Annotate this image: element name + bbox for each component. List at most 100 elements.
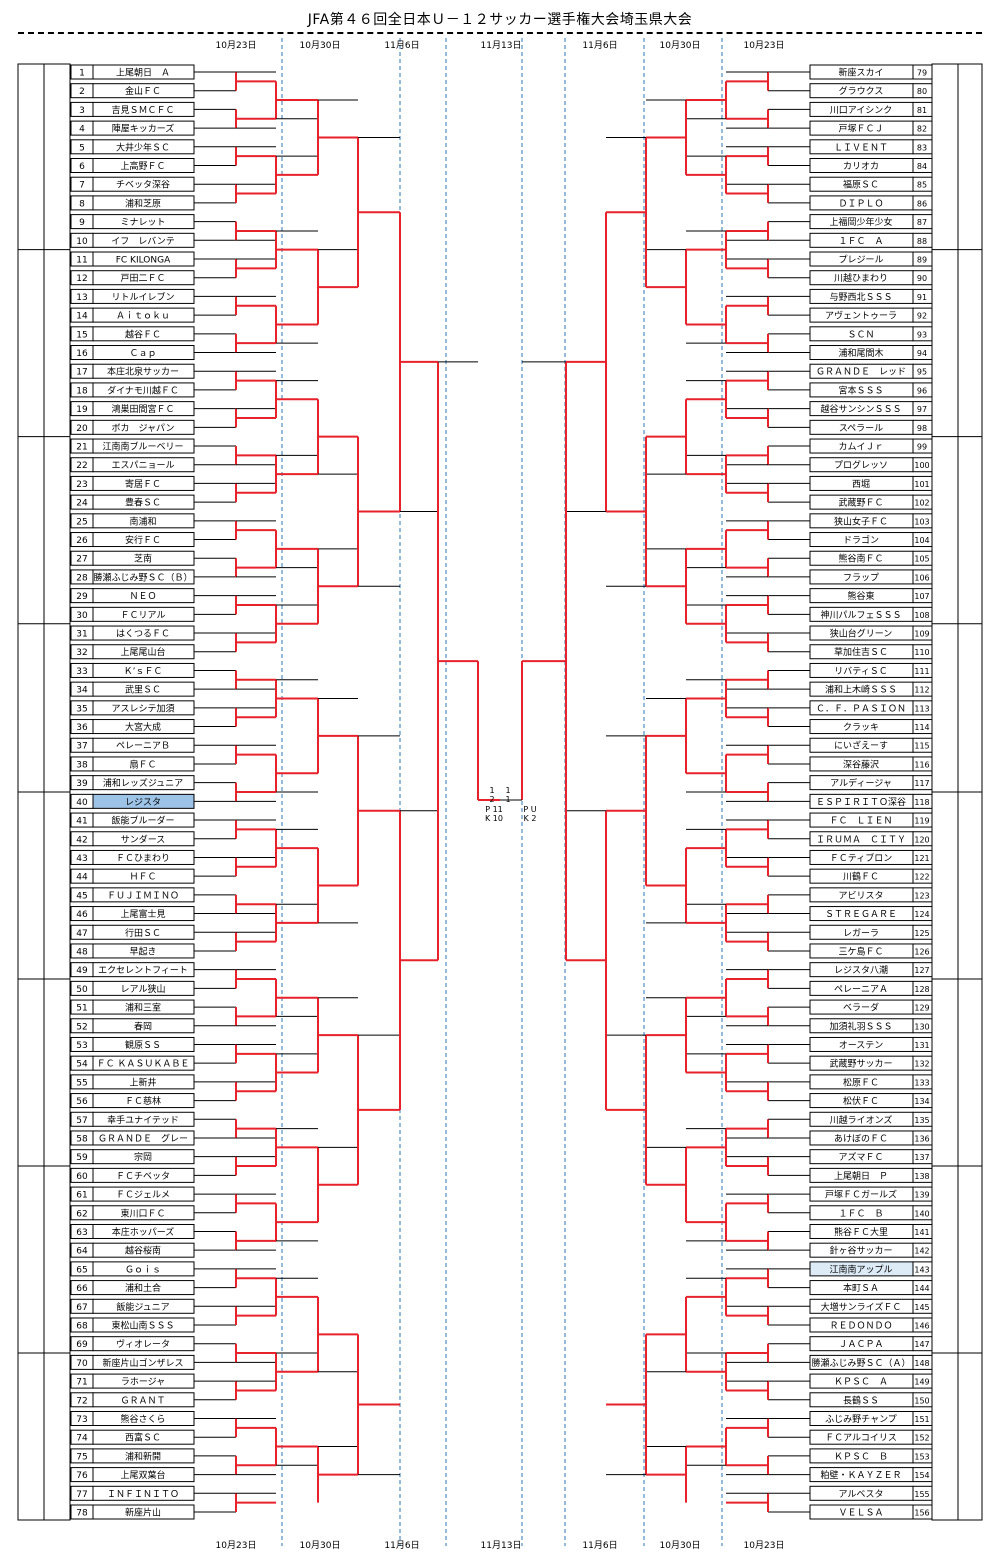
team-number-cell — [912, 1504, 933, 1520]
team-name: ＫＰＳＣ Ｂ — [834, 1452, 888, 1462]
team-number: 62 — [76, 1209, 87, 1219]
team-name: ＦＣ ＫＡＳＵＫＡＢＥ — [97, 1060, 190, 1070]
team-name: 福原ＳＣ — [843, 179, 879, 191]
team-number: 75 — [76, 1452, 87, 1462]
team-number: 128 — [914, 985, 929, 994]
team-number: 136 — [914, 1134, 929, 1143]
team-name: ＥＳＰＩＲＩＴＯ深谷 — [816, 797, 906, 808]
team-name: ＩＮＦＩＮＩＴＯ — [107, 1490, 179, 1500]
team-number: 76 — [76, 1471, 88, 1481]
team-number: 127 — [914, 966, 929, 975]
team-number: 151 — [914, 1415, 929, 1424]
team-number: 103 — [914, 517, 929, 526]
team-name: 勝瀬ふじみ野ＳＣ（Ｂ） — [93, 571, 192, 583]
team-number: 83 — [917, 143, 927, 152]
team-number-cell — [912, 382, 933, 398]
team-name: アルベスタ — [838, 1489, 883, 1500]
team-number-cell — [912, 868, 933, 884]
team-name: 越谷ＦＣ — [125, 328, 161, 340]
team-number: 154 — [914, 1471, 929, 1480]
team-name: はくつるＦＣ — [116, 629, 170, 640]
team-name: 浦和新開 — [125, 1450, 161, 1462]
team-number-cell — [912, 849, 933, 865]
team-number-cell — [912, 887, 933, 903]
team-number: 9 — [79, 218, 85, 228]
team-number-cell — [912, 475, 933, 491]
team-number: 38 — [76, 760, 88, 770]
team-number: 24 — [76, 499, 88, 509]
team-number: 102 — [914, 499, 929, 508]
team-number-cell — [912, 1036, 933, 1052]
team-number: 71 — [76, 1378, 87, 1388]
team-name: 越谷サンシンＳＳＳ — [820, 403, 901, 415]
team-number-cell — [912, 158, 933, 174]
team-number: 121 — [914, 854, 929, 863]
team-name: 神川パルフェＳＳＳ — [820, 609, 901, 621]
team-number: 18 — [76, 386, 88, 396]
team-name: 粕壁・ＫＡＹＺＥＲ — [820, 1469, 901, 1481]
team-name: 鴻巣田間宮ＦＣ — [111, 403, 174, 415]
final-pk-right: P U — [523, 805, 536, 814]
team-number: 77 — [76, 1490, 87, 1500]
team-number-cell — [912, 176, 933, 192]
team-number: 28 — [76, 573, 88, 583]
team-number-cell — [912, 307, 933, 323]
team-number-cell — [912, 1280, 933, 1296]
team-number: 93 — [917, 330, 927, 339]
team-number: 107 — [914, 592, 929, 601]
team-number: 25 — [76, 517, 87, 527]
team-number-cell — [912, 906, 933, 922]
team-name: ボカ ジャパン — [111, 423, 174, 434]
team-name: 本庄ホッパーズ — [112, 1226, 175, 1238]
team-number: 73 — [76, 1415, 87, 1425]
team-name: ＨＦＣ — [129, 873, 156, 883]
team-number: 147 — [914, 1340, 929, 1349]
team-number-cell — [912, 1410, 933, 1426]
date-header-top: 11月13日 — [481, 40, 522, 51]
team-number: 48 — [76, 947, 88, 957]
team-number: 131 — [914, 1041, 929, 1050]
team-name: 浦和三室 — [125, 1002, 161, 1014]
team-number: 101 — [914, 480, 929, 489]
team-name: カリオカ — [843, 161, 879, 172]
team-number: 39 — [76, 779, 88, 789]
date-header-bottom: 11月13日 — [481, 1540, 522, 1551]
team-name: 針ヶ谷サッカー — [829, 1245, 892, 1257]
team-number-cell — [912, 494, 933, 510]
team-name: 上福岡少年少女 — [829, 216, 892, 228]
team-number: 50 — [76, 985, 88, 995]
team-number: 15 — [76, 330, 87, 340]
team-number-cell — [912, 64, 933, 80]
team-number-cell — [912, 756, 933, 772]
team-number: 115 — [914, 742, 929, 751]
team-name: 幸手ユナイテッド — [107, 1114, 179, 1126]
team-number-cell — [912, 457, 933, 473]
team-number-cell — [912, 195, 933, 211]
team-number: 106 — [914, 573, 929, 582]
team-number: 132 — [914, 1060, 929, 1069]
team-number-cell — [912, 831, 933, 847]
team-number-cell — [912, 1298, 933, 1314]
team-number: 92 — [917, 312, 927, 321]
team-number: 113 — [914, 704, 929, 713]
team-number-cell — [912, 943, 933, 959]
team-number-cell — [912, 737, 933, 753]
team-number: 42 — [76, 835, 87, 845]
team-number: 150 — [914, 1396, 929, 1405]
team-number-cell — [912, 1074, 933, 1090]
team-name: 川鶴ＦＣ — [843, 871, 879, 883]
final-score-left: 2 — [489, 795, 494, 804]
team-number: 146 — [914, 1321, 929, 1330]
team-number: 7 — [79, 181, 85, 191]
team-number: 65 — [76, 1265, 87, 1275]
team-name: ＮＥＯ — [129, 592, 156, 602]
team-name: オーステン — [839, 1040, 884, 1051]
team-number: 117 — [914, 779, 929, 788]
team-name: レガーラ — [843, 928, 879, 939]
team-number-cell — [912, 1093, 933, 1109]
team-name: ＦＣティブロン — [830, 852, 892, 864]
team-name: サンダース — [121, 833, 166, 845]
team-name: ＶＥＬＳＡ — [838, 1509, 883, 1519]
team-number: 118 — [914, 798, 929, 807]
team-name: 浦和尾間木 — [838, 347, 883, 359]
